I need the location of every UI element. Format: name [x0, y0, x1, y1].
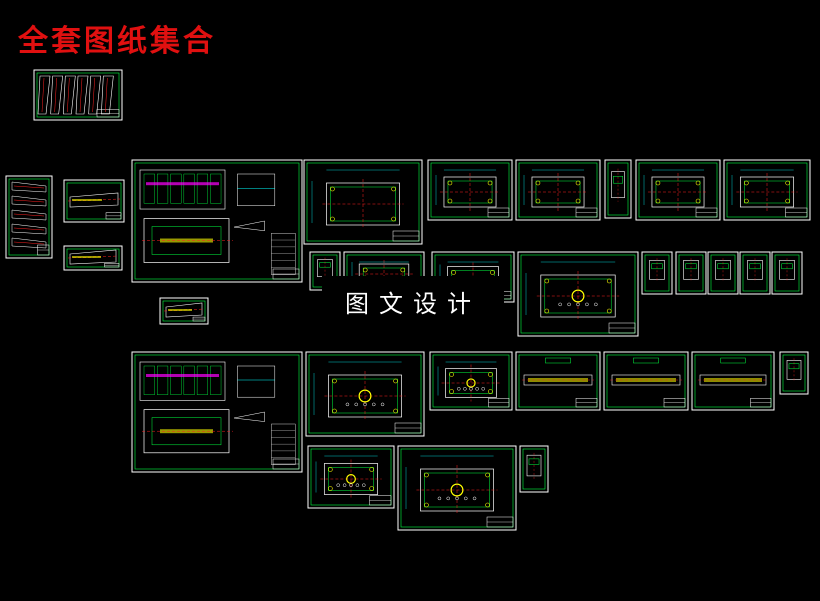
drawing-sheet[interactable]	[603, 351, 689, 411]
drawing-sheet[interactable]	[397, 445, 517, 531]
drawing-sheet[interactable]	[517, 251, 639, 337]
drawing-sheet[interactable]	[739, 251, 771, 295]
drawing-sheet[interactable]	[429, 351, 513, 411]
drawing-sheet[interactable]	[33, 69, 123, 121]
drawing-sheet[interactable]	[641, 251, 673, 295]
drawing-sheet[interactable]	[635, 159, 721, 221]
drawing-sheet[interactable]	[707, 251, 739, 295]
drawing-sheet[interactable]	[723, 159, 811, 221]
drawing-sheet[interactable]	[303, 159, 423, 245]
drawing-sheet[interactable]	[771, 251, 803, 295]
watermark-label: 图文设计	[322, 276, 504, 326]
drawing-sheet[interactable]	[675, 251, 707, 295]
drawing-sheet[interactable]	[515, 351, 601, 411]
drawing-sheet[interactable]	[305, 351, 425, 437]
drawing-sheet[interactable]	[779, 351, 809, 395]
drawing-sheet[interactable]	[131, 159, 303, 283]
drawing-sheet[interactable]	[427, 159, 513, 221]
page-title: 全套图纸集合	[18, 24, 216, 59]
drawing-sheet[interactable]	[63, 179, 125, 223]
drawing-sheet[interactable]	[691, 351, 775, 411]
drawing-sheet[interactable]	[515, 159, 601, 221]
drawing-sheet[interactable]	[519, 445, 549, 493]
drawing-sheet[interactable]	[307, 445, 395, 509]
drawing-sheet[interactable]	[159, 297, 209, 325]
drawing-sheet[interactable]	[5, 175, 53, 259]
drawing-sheet[interactable]	[131, 351, 303, 473]
drawing-sheet[interactable]	[63, 245, 123, 271]
drawing-sheet[interactable]	[604, 159, 632, 219]
